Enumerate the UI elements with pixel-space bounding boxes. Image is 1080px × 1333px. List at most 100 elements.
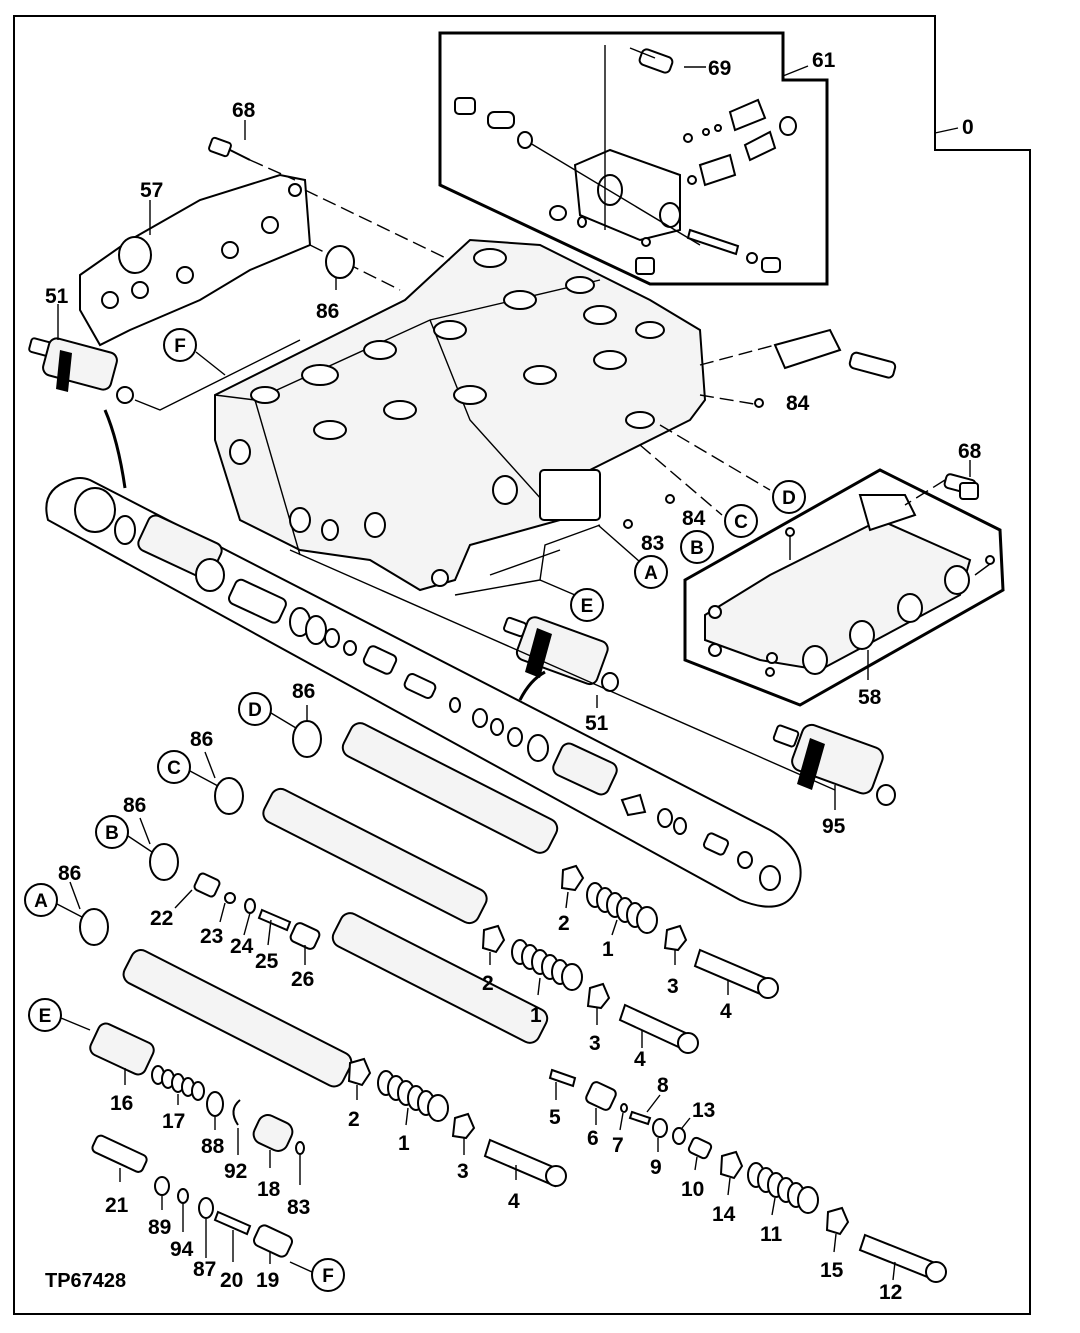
callout-1c: 1 (398, 1132, 410, 1155)
ref-letter-D-top: D (782, 488, 796, 509)
callout-84-mid: 84 (682, 507, 706, 530)
ref-circle-E-top (570, 588, 604, 622)
callout-86-c: 86 (190, 728, 213, 751)
callout-58: 58 (858, 686, 882, 709)
callout-57: 57 (140, 179, 163, 202)
solenoid-51-middle (503, 616, 619, 692)
callout-1b-leader (537, 977, 541, 996)
link-line-51-middle (518, 670, 546, 701)
ref-circle-B-top (680, 530, 714, 564)
enclosure-spool-parts (74, 487, 781, 891)
spool-enclosure-outline (45, 477, 802, 908)
callout-51-left: 51 (45, 285, 69, 308)
ref-letter-D: D (248, 700, 262, 721)
parts-22-26 (193, 872, 321, 950)
callout-10-leader (694, 1156, 698, 1171)
spring-set-upper (560, 864, 779, 999)
end-cover-assembly (704, 494, 995, 677)
callout-7: 7 (612, 1134, 624, 1157)
ref-letter-C-top: C (734, 512, 748, 533)
callout-83-lower: 83 (287, 1196, 310, 1219)
link-line-51 (103, 409, 127, 489)
o-ring-86-a (79, 908, 109, 946)
callout-1a-leader (611, 919, 618, 936)
callout-86-b: 86 (123, 794, 146, 817)
ref-letter-A: A (34, 891, 48, 912)
callout-15: 15 (820, 1259, 844, 1282)
callout-13: 13 (692, 1099, 715, 1122)
callout-1b: 1 (530, 1004, 542, 1027)
ref-letter-B: B (105, 823, 119, 844)
callout-12-leader (892, 1261, 896, 1281)
ref-letter-A-top: A (644, 563, 658, 584)
ref-letter-F-top: F (174, 336, 186, 357)
callout-21: 21 (105, 1194, 129, 1217)
ref-circle-D-top (772, 480, 806, 514)
ref-circle-D (238, 692, 272, 726)
callout-86-d: 86 (292, 680, 315, 703)
callout-4b: 4 (634, 1048, 646, 1071)
callout-95: 95 (822, 815, 846, 838)
callout-88: 88 (201, 1135, 225, 1158)
callout-14: 14 (712, 1203, 736, 1226)
guide-line-e (539, 579, 576, 596)
callout-8: 8 (657, 1074, 669, 1097)
ref-letter-B-top: B (690, 538, 704, 559)
callout-61: 61 (812, 49, 836, 72)
callout-24-leader (243, 912, 251, 936)
o-ring-86-b (149, 843, 179, 881)
callout-86-a: 86 (58, 862, 81, 885)
inset-box-61 (438, 31, 829, 286)
callout-61-leader (782, 65, 809, 77)
callout-4a: 4 (720, 1000, 732, 1023)
control-valve-body (214, 238, 707, 592)
callout-22: 22 (150, 907, 173, 930)
o-ring-86-c (214, 777, 244, 815)
callout-92: 92 (224, 1160, 247, 1183)
solenoid-95 (772, 723, 896, 806)
callout-84-right: 84 (786, 392, 810, 415)
callout-69: 69 (708, 57, 731, 80)
ref-circle-C-top (724, 504, 758, 538)
callout-8-leader (646, 1094, 661, 1113)
callout-24: 24 (230, 935, 254, 958)
frame-label-leader (934, 127, 959, 134)
callout-13-leader (681, 1117, 691, 1129)
callout-68-right: 68 (958, 440, 982, 463)
solenoid-51-left (28, 337, 301, 411)
callout-83-mid: 83 (641, 532, 664, 555)
callout-11-leader (771, 1197, 776, 1216)
ref-circle-B (95, 815, 129, 849)
pilot-valve-assembly (454, 45, 797, 275)
guide-line-d (659, 424, 771, 491)
guide-line-c (639, 444, 723, 516)
inset-box-58 (683, 468, 1005, 707)
callout-7-leader (619, 1112, 624, 1131)
callout-3c: 3 (457, 1160, 469, 1183)
ref-letter-C: C (167, 758, 181, 779)
callout-18: 18 (257, 1178, 281, 1201)
callout-51-middle: 51 (585, 712, 609, 735)
callout-1c-leader (405, 1107, 409, 1126)
callout-2a: 2 (558, 912, 570, 935)
figure-id: TP67428 (45, 1270, 126, 1292)
outer-frame (13, 15, 1031, 1315)
cover-plate-right (699, 328, 897, 406)
ref-letter-E: E (39, 1006, 52, 1027)
ref-circle-F-top (163, 328, 197, 362)
callout-19: 19 (256, 1269, 279, 1292)
callout-15-leader (833, 1233, 837, 1253)
spring-set-lower (347, 1057, 567, 1188)
ref-circle-A (24, 883, 58, 917)
callout-94: 94 (170, 1238, 194, 1261)
callout-2a-leader (565, 891, 569, 909)
inlet-flange (79, 173, 451, 347)
callout-6: 6 (587, 1127, 599, 1150)
callout-89: 89 (148, 1216, 171, 1239)
o-ring-86-d (292, 720, 322, 758)
ref-circle-E (28, 998, 62, 1032)
bolt-68-right (904, 473, 979, 506)
callout-2b: 2 (482, 972, 494, 995)
o-ring-84-right (754, 398, 764, 408)
